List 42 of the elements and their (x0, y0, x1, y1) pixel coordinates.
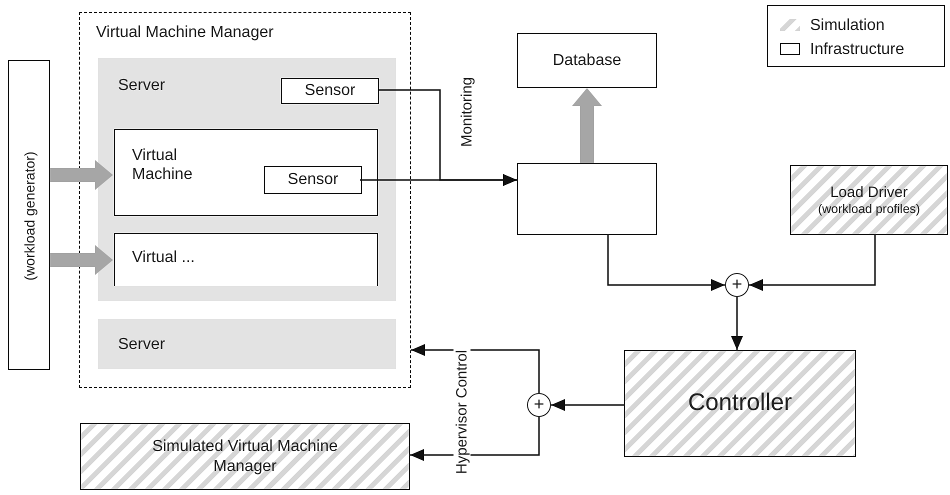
plus-sign: + (534, 394, 544, 416)
process-box (517, 33, 657, 88)
arrow (411, 344, 540, 393)
node-label: Virtual ... (132, 248, 195, 268)
summing-junction (527, 393, 551, 417)
node-label: (workload generator) (22, 151, 38, 281)
node-label: Sensor (304, 81, 356, 101)
server-panel (98, 319, 396, 369)
process-box (624, 350, 856, 457)
arrow (731, 297, 743, 350)
block-arrow (572, 88, 602, 163)
node-label: Virtual Machine (132, 146, 194, 184)
block-arrow (50, 160, 113, 190)
legend-label: Simulation (810, 16, 885, 36)
dashed-container (79, 12, 411, 388)
summing-junction (725, 273, 749, 297)
process-box (517, 163, 657, 235)
process-box (114, 233, 378, 286)
process-box (8, 60, 50, 370)
arrow (360, 174, 517, 186)
process-box (790, 165, 948, 235)
process-box (264, 166, 362, 194)
node-label: Load Driver (830, 184, 908, 202)
node-label: Sensor (288, 170, 338, 190)
arrow (607, 235, 725, 291)
plus-sign: + (732, 274, 742, 296)
arrow (749, 235, 876, 291)
node-label: Controller (688, 389, 792, 418)
server-panel (98, 58, 396, 301)
node-label: Server (118, 76, 166, 96)
process-box (80, 423, 410, 490)
node-label: Simulated Virtual Machine Manager (151, 437, 339, 476)
arrow (551, 399, 624, 411)
block-arrow (50, 245, 113, 275)
node-label: (workload profiles) (818, 202, 920, 216)
process-box (114, 129, 378, 216)
node-label: Server (118, 335, 166, 354)
process-box (281, 78, 379, 104)
node-label: Database (552, 50, 622, 70)
arrow (410, 417, 540, 461)
legend-label: Infrastructure (810, 40, 904, 60)
container-title: Virtual Machine Manager (96, 23, 274, 42)
